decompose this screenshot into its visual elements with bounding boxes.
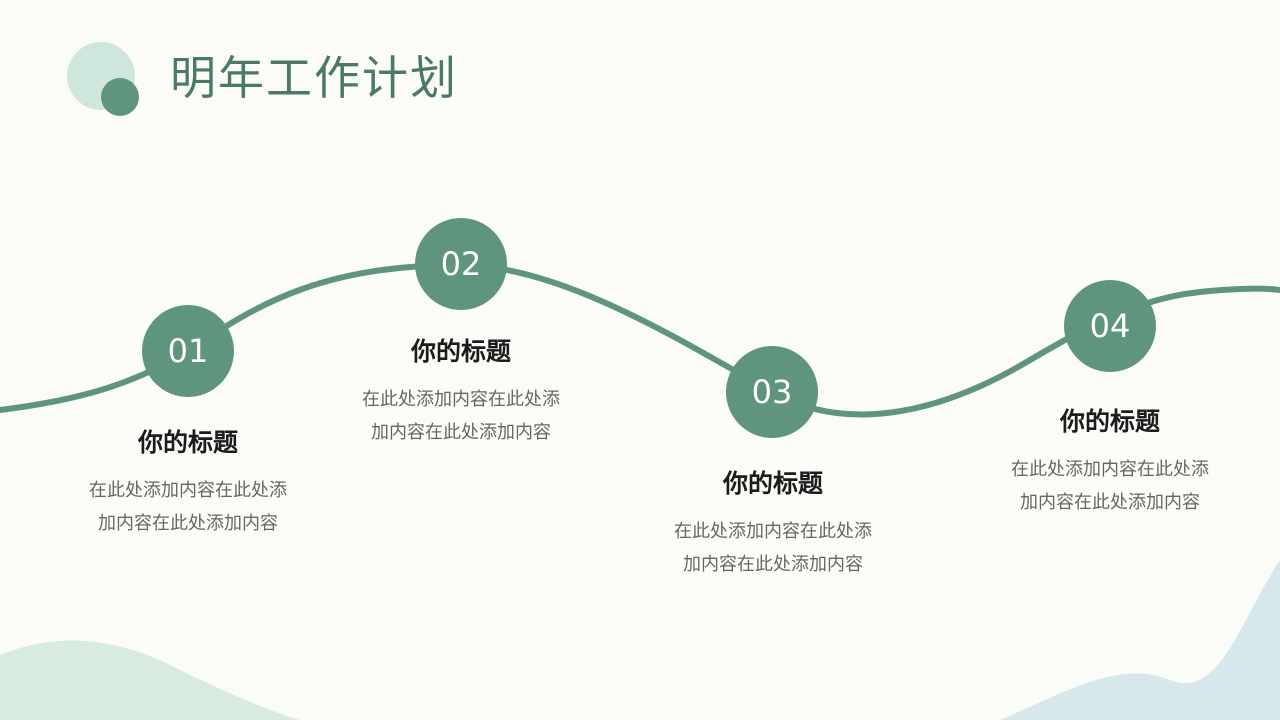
step-body-01: 在此处添加内容在此处添加内容在此处添加内容 [89, 480, 287, 534]
page-title: 明年工作计划 [170, 51, 458, 105]
bottom-right-wave [1000, 560, 1280, 720]
step-circle-02: 02 [415, 218, 507, 310]
step-title-03: 你的标题 [722, 469, 823, 498]
step-body-02: 在此处添加内容在此处添加内容在此处添加内容 [362, 389, 560, 443]
step-circle-04: 04 [1064, 280, 1156, 372]
step-body-03: 在此处添加内容在此处添加内容在此处添加内容 [674, 521, 872, 575]
step-body-04: 在此处添加内容在此处添加内容在此处添加内容 [1011, 459, 1209, 513]
bottom-left-wave [0, 640, 300, 720]
step-circle-01: 01 [142, 305, 234, 397]
logo-dot-small [101, 78, 139, 116]
step-circle-03: 03 [726, 346, 818, 438]
step-title-04: 你的标题 [1059, 407, 1160, 436]
step-title-02: 你的标题 [410, 337, 511, 366]
step-title-01: 你的标题 [137, 428, 238, 457]
